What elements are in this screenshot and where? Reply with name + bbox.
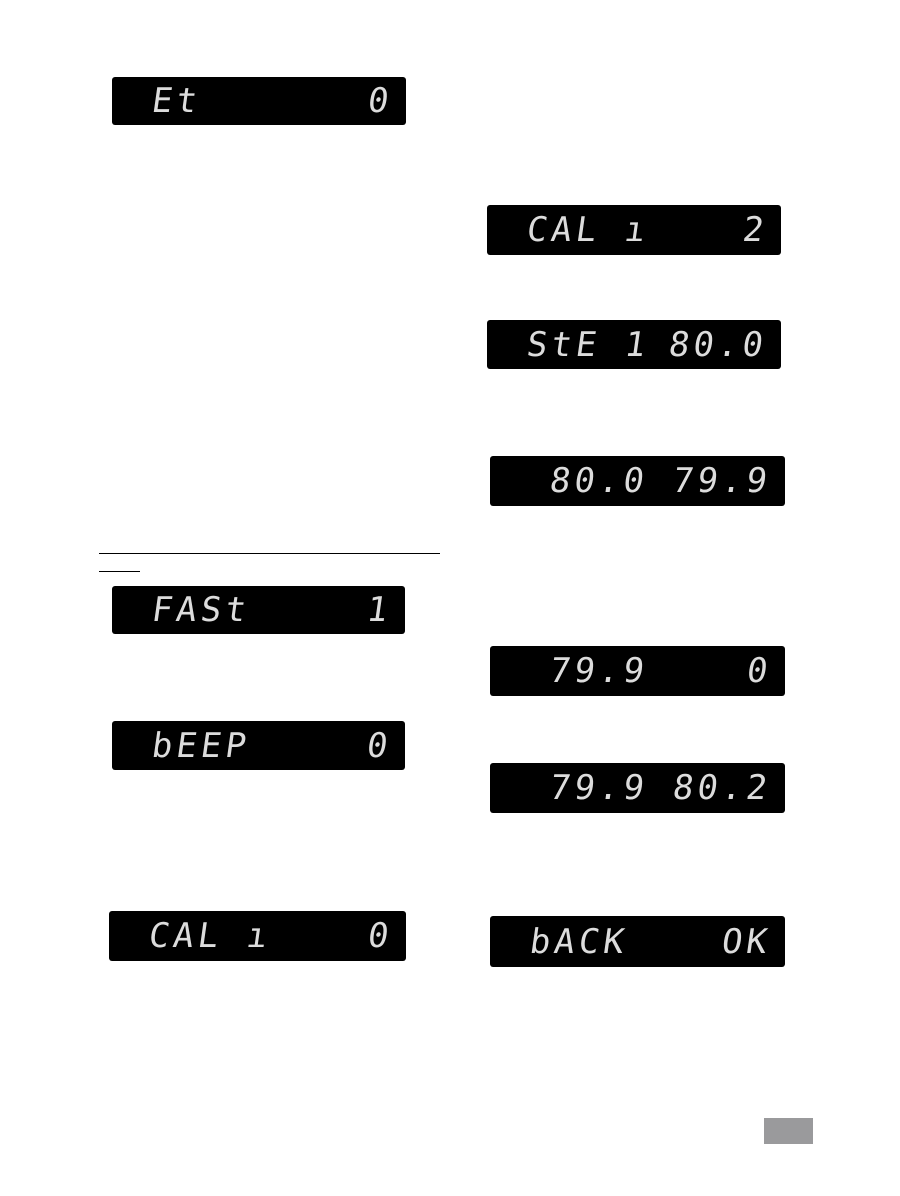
section-rule-short — [99, 571, 140, 572]
display-value: OK — [719, 921, 774, 962]
display-label: bEEP — [149, 725, 253, 766]
display-label: 80.0 — [547, 461, 651, 501]
display-label: CAL ı — [146, 916, 275, 956]
section-rule — [99, 553, 440, 554]
display-value: 0 — [364, 916, 395, 956]
display-reading-2: 79.9 0 — [490, 646, 785, 696]
display-et: Et 0 — [112, 77, 406, 125]
display-beep: bEEP 0 — [112, 721, 405, 770]
display-label: FASt — [149, 590, 253, 630]
display-value: 2 — [739, 210, 770, 250]
display-cal-2: CAL ı 2 — [487, 205, 781, 255]
display-label: 79.9 — [547, 651, 651, 691]
display-label: bACK — [527, 921, 631, 962]
display-cal-0: CAL ı 0 — [109, 911, 406, 961]
display-label: 79.9 — [547, 768, 651, 808]
display-value: 1 — [363, 590, 394, 630]
display-reading-1: 80.0 79.9 — [490, 456, 785, 506]
display-reading-3: 79.9 80.2 — [490, 763, 785, 813]
display-value: 80.2 — [670, 768, 774, 808]
page-tab — [764, 1118, 813, 1144]
display-value: 80.0 — [666, 324, 770, 365]
display-label: CAL ı — [524, 210, 653, 250]
display-value: 79.9 — [670, 461, 774, 501]
display-label: StE 1 — [524, 324, 653, 365]
display-fast: FASt 1 — [112, 586, 405, 634]
display-value: 0 — [364, 81, 395, 121]
display-ste1: StE 1 80.0 — [487, 320, 781, 369]
display-back-ok: bACK OK — [490, 916, 785, 967]
display-value: 0 — [363, 725, 394, 766]
display-label: Et — [149, 81, 204, 121]
display-value: 0 — [743, 651, 774, 691]
